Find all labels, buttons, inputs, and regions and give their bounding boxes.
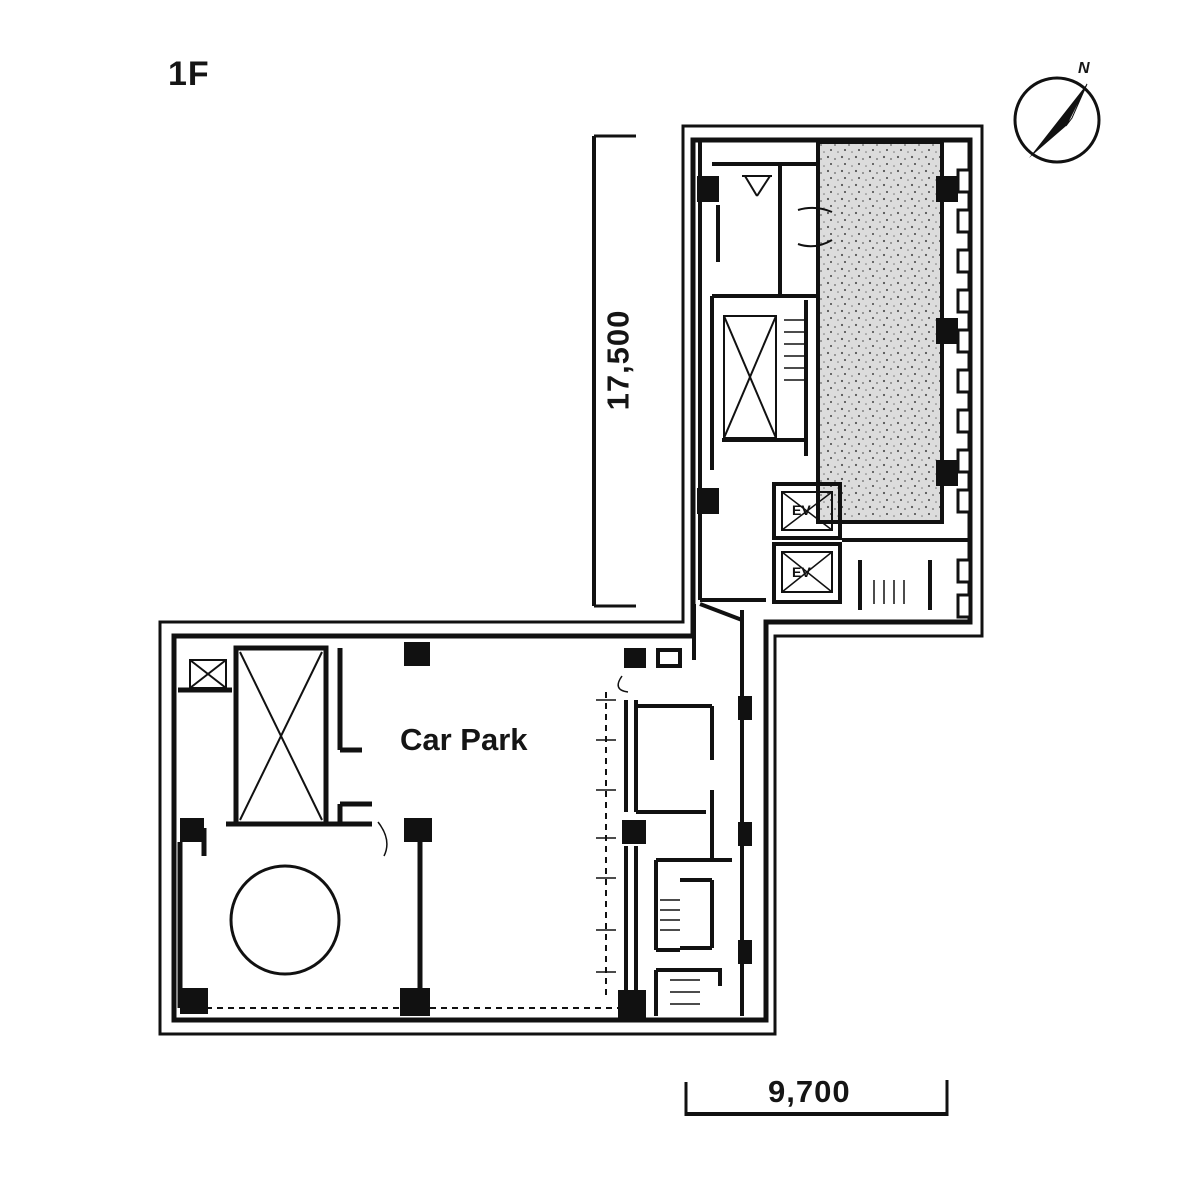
north-wing [697,140,972,619]
dimension-label-width: 9,700 [768,1074,851,1109]
elevator-a [772,482,842,540]
south-wing [177,602,752,1018]
dimension-bar-vertical [592,134,636,608]
elevator-b [772,542,842,604]
floor-label: 1F [168,55,210,93]
compass-north-label: N [1078,60,1090,77]
compass-icon [1013,76,1101,164]
building-outline [158,124,984,1036]
dimension-bar-horizontal [684,1080,949,1116]
room-label-car-park: Car Park [400,722,528,757]
circular-feature [229,864,341,976]
shaded-area [816,140,944,524]
elevator-label-a: EV [792,502,811,518]
elevator-label-b: EV [792,564,811,580]
dimension-label-depth: 17,500 [600,309,636,411]
